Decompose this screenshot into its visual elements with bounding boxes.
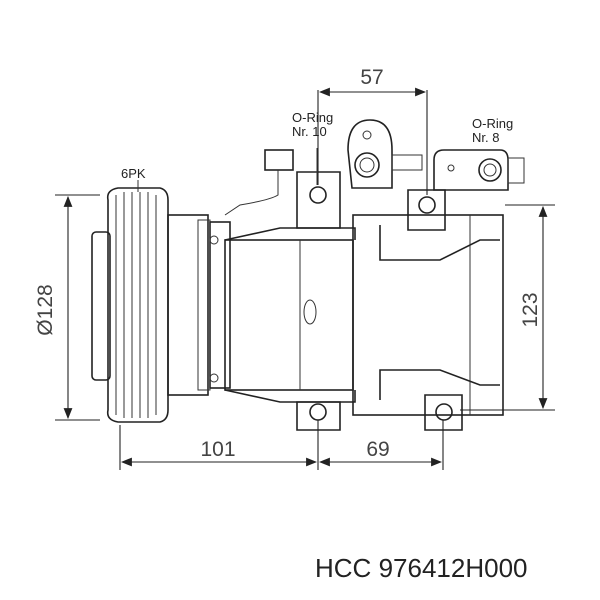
part-caption: HCC 976412H000 — [315, 553, 528, 584]
pulley — [91, 187, 211, 423]
dimension-lines — [55, 87, 555, 470]
right-length-dimension: 69 — [366, 438, 389, 461]
oring-left-label-1: O-Ring — [292, 110, 333, 125]
oring-right-label-1: O-Ring — [472, 116, 513, 131]
compressor-body — [209, 119, 525, 431]
top-width-dimension: 57 — [360, 66, 383, 89]
part-number: 976412H000 — [378, 553, 528, 583]
oring-right-label-2: Nr. 8 — [472, 130, 499, 145]
oring-left-label-2: Nr. 10 — [292, 124, 327, 139]
height-dimension: 123 — [519, 292, 542, 327]
diameter-dimension: Ø128 — [34, 284, 57, 335]
left-length-dimension: 101 — [200, 438, 235, 461]
belt-label: 6PK — [121, 166, 146, 181]
brand-name: HCC — [315, 553, 372, 583]
